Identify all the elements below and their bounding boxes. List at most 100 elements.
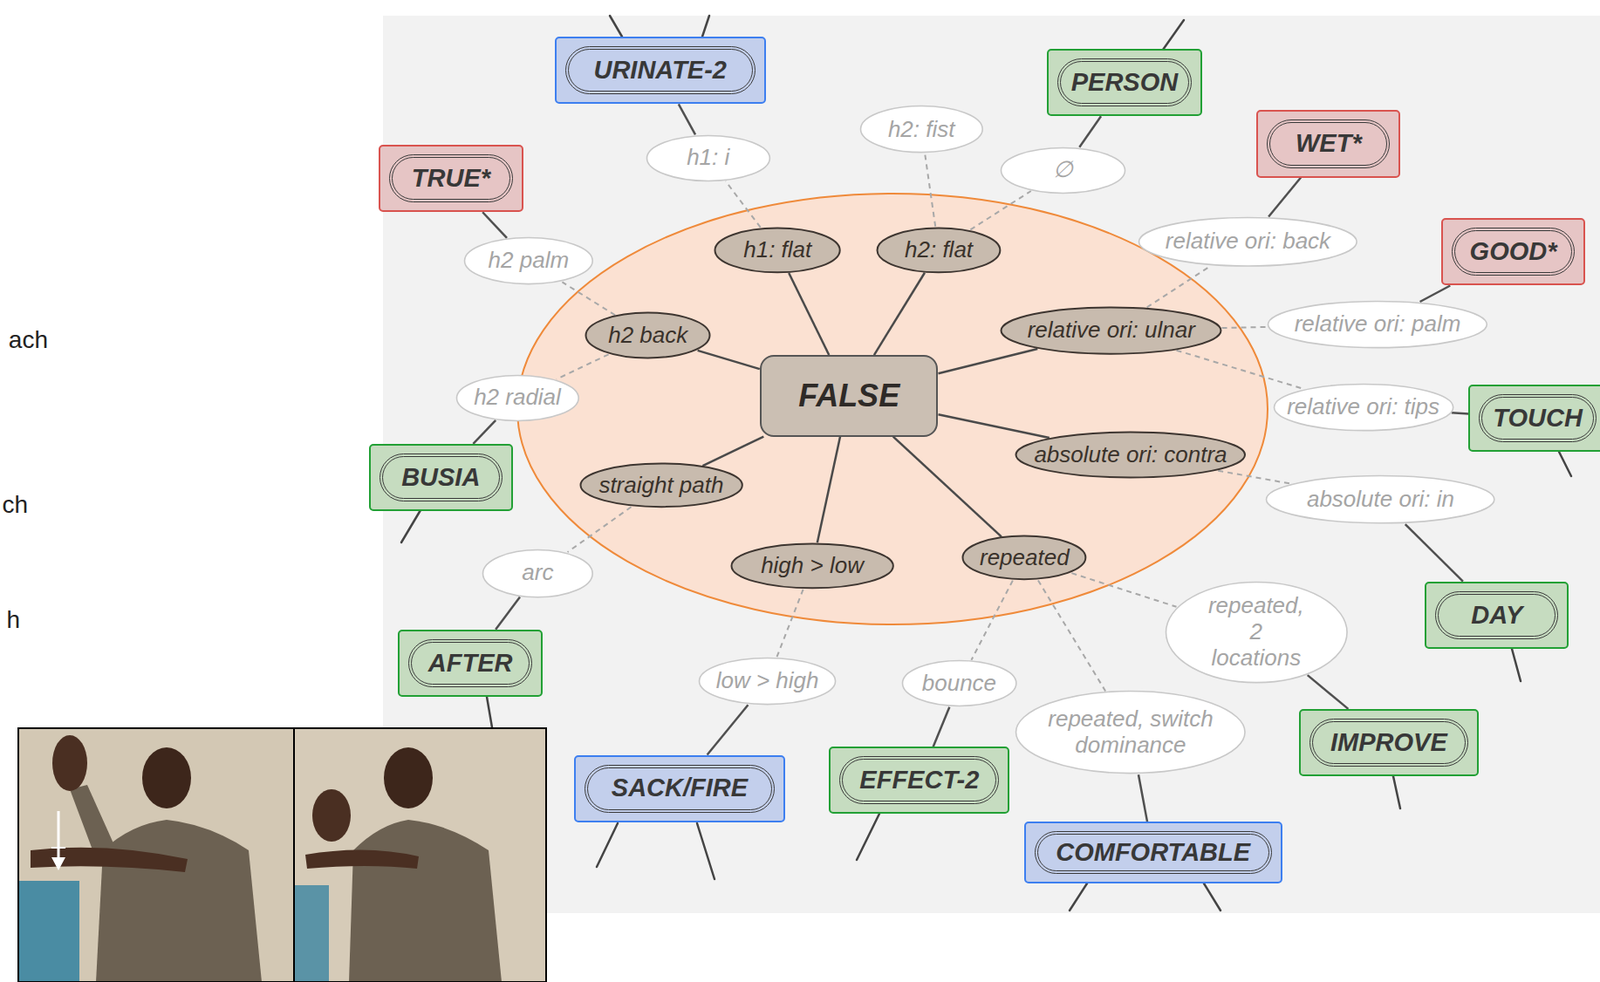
variant-ellipse: arc xyxy=(481,548,595,599)
connector xyxy=(1038,580,1106,691)
feature-ellipse: relative ori: ulnar xyxy=(999,306,1223,356)
sign-label-text: EFFECT-2 xyxy=(859,765,979,795)
ellipse-shape xyxy=(1139,217,1358,266)
feature-ellipse: h2: flat xyxy=(875,226,1002,274)
ellipse-shape xyxy=(1016,432,1246,479)
ellipse-shape xyxy=(860,106,983,153)
ellipse-shape xyxy=(483,549,594,597)
feature-ellipse: repeated xyxy=(961,534,1088,582)
cut-off-text: ach xyxy=(0,326,48,355)
connector xyxy=(1079,116,1101,147)
variant-text: arc xyxy=(521,560,554,587)
connector xyxy=(1420,285,1451,302)
photo-person-hand xyxy=(30,847,188,873)
sign-label: DAY xyxy=(1424,581,1569,650)
ellipse-shape xyxy=(1016,691,1246,774)
connector xyxy=(567,506,632,553)
feature-text: h2 back xyxy=(608,322,688,349)
variant-text: h2: fist xyxy=(888,116,956,144)
connector xyxy=(1307,675,1349,710)
leader-line xyxy=(856,813,880,861)
leader-line xyxy=(1203,883,1221,911)
connector xyxy=(561,281,616,315)
connector xyxy=(1451,412,1469,414)
feature-text: absolute ori: contra xyxy=(1033,442,1227,469)
sign-label: EFFECT-2 xyxy=(828,746,1010,814)
variant-ellipse: repeated, switch dominance xyxy=(1014,690,1247,775)
connector xyxy=(697,350,760,370)
feature-ellipse: h2 back xyxy=(584,311,712,360)
ellipse-shape xyxy=(731,544,893,589)
connector xyxy=(556,354,609,379)
feature-region xyxy=(517,193,1268,625)
sign-label-text: DAY xyxy=(1470,601,1523,630)
ellipse-shape xyxy=(464,238,594,285)
connector xyxy=(482,211,507,239)
variant-text: repeated, 2 locations xyxy=(1203,593,1309,672)
ellipse-shape xyxy=(902,661,1016,707)
sign-label-text: TRUE* xyxy=(411,164,491,193)
connector xyxy=(893,437,1002,538)
photo-person-hand xyxy=(305,849,419,869)
ellipse-shape xyxy=(580,464,742,508)
photo-inset xyxy=(18,728,547,982)
variant-text: h1: i xyxy=(686,144,730,171)
connector xyxy=(970,191,1031,230)
connector xyxy=(1071,573,1177,608)
sign-label-text: PERSON xyxy=(1071,68,1178,97)
connector xyxy=(933,707,951,747)
sign-label: TOUCH xyxy=(1468,384,1600,452)
ellipse-shape xyxy=(1001,307,1222,354)
ellipse-shape xyxy=(877,227,1001,273)
ellipse-shape xyxy=(456,375,579,421)
variant-text: low > high xyxy=(716,668,820,695)
connector xyxy=(1176,350,1304,390)
feature-text: straight path xyxy=(598,472,724,500)
leader-lines xyxy=(401,15,1572,911)
variant-ellipse: h1: i xyxy=(645,134,772,183)
photo-arrow-tick xyxy=(51,847,66,849)
sign-label-text: SACK/FIRE xyxy=(611,773,748,803)
connector xyxy=(702,437,764,466)
connector xyxy=(678,103,696,135)
sign-label: TRUE* xyxy=(378,144,524,212)
ellipse-shape xyxy=(963,536,1087,581)
photo-person-head xyxy=(142,747,192,809)
leader-line xyxy=(401,510,421,543)
connector xyxy=(924,154,936,227)
connector xyxy=(1147,266,1211,308)
leader-line xyxy=(702,15,710,37)
connector xyxy=(472,420,496,445)
sign-label-text: WET* xyxy=(1295,129,1362,158)
feature-ellipse: high > low xyxy=(730,542,895,590)
leader-line xyxy=(1162,20,1184,50)
ellipse-shape xyxy=(699,658,836,705)
sign-label-text: TOUCH xyxy=(1492,403,1583,433)
ellipse-shape xyxy=(1268,300,1488,348)
sign-label-text: COMFORTABLE xyxy=(1055,838,1251,868)
photo-wall xyxy=(294,728,547,982)
variant-text: repeated, switch dominance xyxy=(1043,706,1218,759)
leader-line xyxy=(596,823,618,868)
photo-chair xyxy=(294,885,329,982)
variant-text: relative ori: tips xyxy=(1286,394,1440,421)
sign-label-text: AFTER xyxy=(428,649,513,678)
sign-label-text: BUSIA xyxy=(401,463,480,493)
variant-ellipse: h2 palm xyxy=(463,236,595,286)
photo-person-body xyxy=(95,820,262,982)
concept-text: FALSE xyxy=(798,377,900,414)
ellipse-shape xyxy=(1273,383,1453,431)
photo-arrow-head xyxy=(51,857,66,871)
feature-text: repeated xyxy=(979,545,1070,572)
variant-text: h2 palm xyxy=(488,247,570,274)
variant-ellipse: absolute ori: in xyxy=(1264,474,1496,525)
feature-ellipse: straight path xyxy=(579,462,744,509)
leader-line xyxy=(486,697,493,728)
sign-label: GOOD* xyxy=(1441,218,1586,286)
photo-chair xyxy=(18,881,80,982)
sign-label-text: URINATE-2 xyxy=(593,55,727,85)
feature-text: h1: flat xyxy=(743,237,812,264)
sign-label: COMFORTABLE xyxy=(1024,821,1283,884)
leader-line xyxy=(1393,776,1401,809)
sign-label: IMPROVE xyxy=(1299,709,1479,777)
